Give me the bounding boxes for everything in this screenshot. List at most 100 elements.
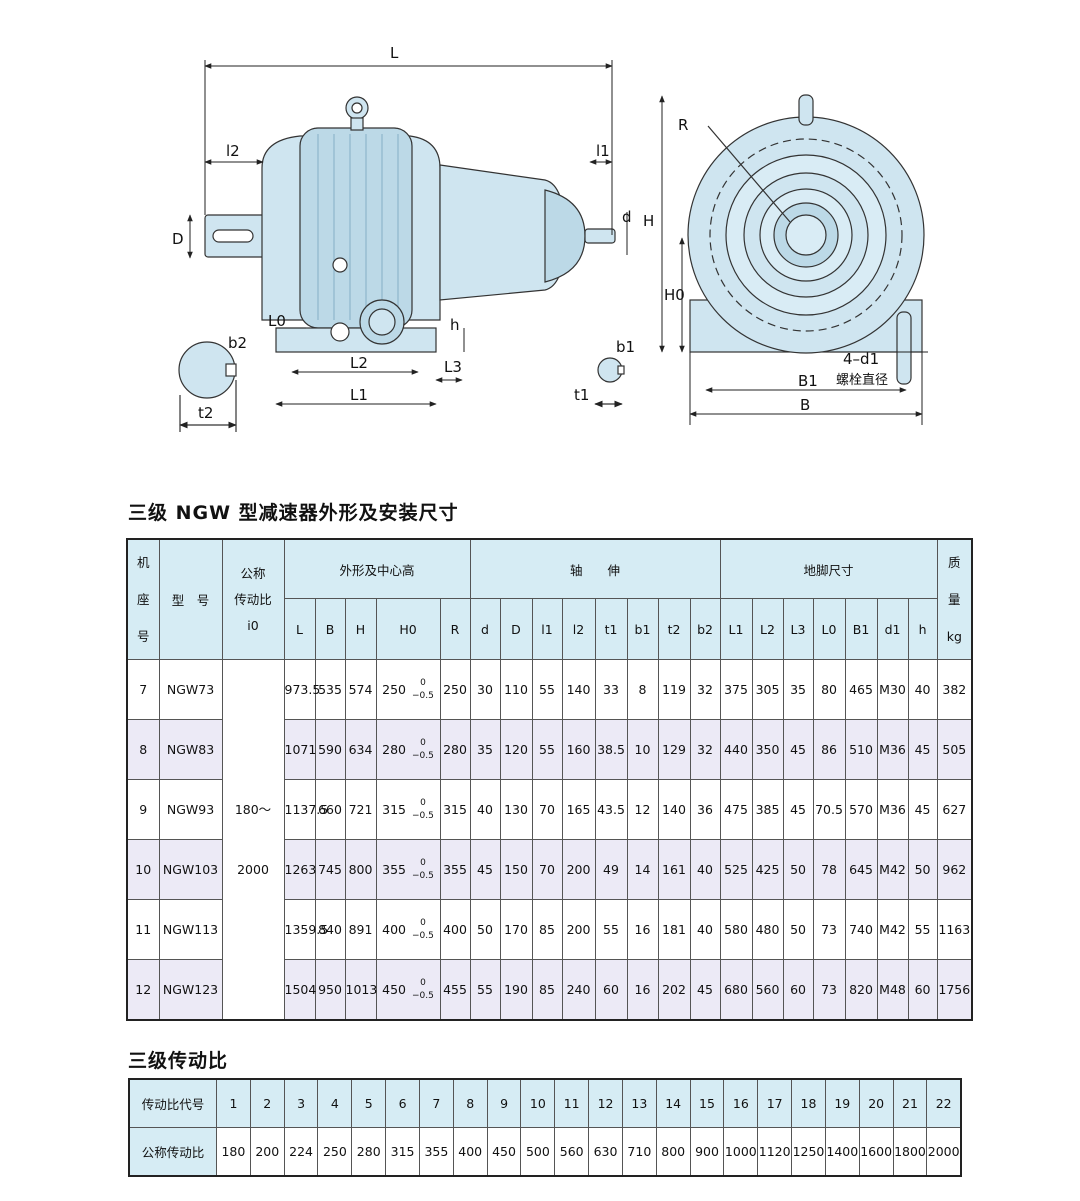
ratio-code-cell: 4 [317,1078,353,1128]
table-cell: 140 [561,659,596,720]
col-header: H0 [375,598,441,660]
ratio-value-cell: 315 [385,1127,420,1177]
table-cell: 440 [719,719,753,780]
shaft-section-large [178,341,237,432]
dimension-table: 机 座 号 型 号 公称 传动比 i0 外形及中心高 轴 伸 地脚尺寸 质 量 … [126,538,974,1021]
table-cell: 250 [439,659,471,720]
ratio-code-cell: 20 [858,1078,894,1128]
h0-tolerance: 0−0.5 [412,857,434,883]
tolerance-lower: −0.5 [412,750,434,761]
table-cell: 250 0−0.5 [375,659,441,720]
col-header: L [283,598,316,660]
ratio-code-cell: 22 [926,1078,962,1128]
table-cell: 45 [907,779,938,840]
table-cell: 70 [531,779,563,840]
col-header: b1 [626,598,659,660]
table-cell: 55 [469,959,501,1021]
label-4-d1: 4–d1 [843,350,879,368]
table-cell: 560 [751,959,784,1021]
table-cell: 280 [439,719,471,780]
ratio-value-cell: 2000 [926,1127,962,1177]
table-cell: 45 [782,719,814,780]
table-cell: M36 [876,719,909,780]
table-cell: 891 [344,899,377,960]
table-cell: 840 [314,899,346,960]
table-cell: 535 [314,659,346,720]
col-header: l2 [561,598,596,660]
table-cell: 1163 [936,899,973,960]
col-header: L3 [782,598,814,660]
label-L: L [390,44,399,62]
label-H0: H0 [664,286,685,304]
table-cell: M30 [876,659,909,720]
table-cell: 1263 [283,839,316,900]
table-cell: 202 [657,959,691,1021]
ratio-value-cell: 400 [452,1127,488,1177]
tolerance-lower: −0.5 [412,810,434,821]
ratio-code-cell: 17 [757,1078,793,1128]
table-cell: 1013 [344,959,377,1021]
reducer-drawing-svg: L l2 l1 D d L0 h L2 L3 L1 b2 t2 b1 t1 R … [172,44,928,432]
table-cell: 35 [782,659,814,720]
ratio-value-cell: 450 [486,1127,522,1177]
table-cell: 50 [782,839,814,900]
h0-value: 400 [382,922,406,937]
table-cell: 50 [469,899,501,960]
ratio-value-cell: 1600 [858,1127,894,1177]
table-cell: 355 [439,839,471,900]
table-cell: M42 [876,899,909,960]
table-cell: 590 [314,719,346,780]
table-cell: 50 [907,839,938,900]
h0-value: 315 [382,802,406,817]
table-cell: M42 [876,839,909,900]
h0-tolerance: 0−0.5 [412,737,434,763]
table-cell: 32 [689,659,721,720]
ratio-code-cell: 8 [452,1078,488,1128]
col-header: t2 [657,598,691,660]
ratio-value-cell: 1800 [892,1127,928,1177]
table-cell: 305 [751,659,784,720]
table-cell: NGW93 [158,779,223,840]
table-cell: 1359.5 [283,899,328,960]
ratio-value-cell: 560 [554,1127,590,1177]
table-cell: 680 [719,959,753,1021]
ratio-value-cell: 1000 [723,1127,759,1177]
label-D: D [172,230,184,248]
ratio-value-cell: 1400 [824,1127,860,1177]
label-R: R [678,116,688,134]
table-cell: 14 [626,839,659,900]
label-L2: L2 [350,354,368,372]
table-cell: 745 [314,839,346,900]
table-cell: NGW73 [158,659,223,720]
label-L3: L3 [444,358,462,376]
table-cell: 1137.5 [283,779,328,840]
table-cell: 60 [594,959,628,1021]
table-cell: 120 [499,719,533,780]
h0-tolerance: 0−0.5 [412,677,434,703]
ratio-code-cell: 6 [385,1078,420,1128]
h0-value: 280 [382,742,406,757]
col-header: L0 [812,598,846,660]
table-cell: 820 [844,959,878,1021]
table-cell: 510 [844,719,878,780]
ratio-code-cell: 5 [351,1078,387,1128]
table-cell: 55 [907,899,938,960]
tolerance-lower: −0.5 [412,690,434,701]
h0-tolerance: 0−0.5 [412,797,434,823]
label-B1: B1 [798,372,818,390]
h0-value: 250 [382,682,406,697]
tolerance-upper: 0 [420,917,426,928]
table-cell: 950 [314,959,346,1021]
ratio-code-cell: 14 [655,1078,691,1128]
side-view [204,96,616,353]
technical-drawing: L l2 l1 D d L0 h L2 L3 L1 b2 t2 b1 t1 R … [0,0,1080,470]
table-cell: 140 [657,779,691,840]
table-cell: NGW103 [158,839,223,900]
tolerance-upper: 0 [420,977,426,988]
table-cell: 85 [531,959,563,1021]
table-cell: 86 [812,719,846,780]
label-L0: L0 [268,312,286,330]
